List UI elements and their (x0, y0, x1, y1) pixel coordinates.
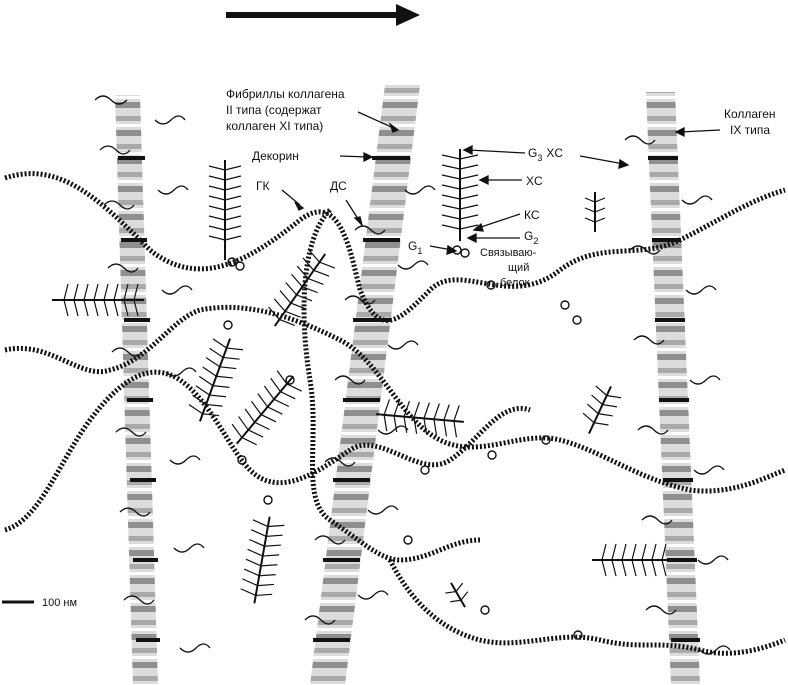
aggrecan-9 (582, 385, 622, 434)
link-protein-label-line1: Связываю- (480, 247, 537, 259)
aggrecan-11 (584, 192, 606, 232)
aggrecan-8 (240, 516, 285, 604)
aggrecan-10 (592, 543, 672, 577)
aggrecan-1 (208, 160, 242, 260)
decorin-label: Декорин (252, 149, 299, 163)
collagen-fibril-2 (310, 85, 420, 685)
aggrecan-4 (441, 149, 479, 241)
xc-label: XC (526, 174, 543, 188)
fibril-label-line1: Фибриллы коллагена (226, 87, 345, 101)
g1-label: G1 (408, 239, 422, 256)
kc-label: КС (524, 208, 540, 222)
collagen-ix-label-line1: Коллаген (724, 107, 776, 121)
collagen-fibril-1 (115, 95, 158, 685)
fibril-label-line3: коллаген XI типа) (226, 119, 323, 133)
ds-label: ДС (330, 179, 347, 193)
hyaluronan-chain-3 (4, 369, 531, 533)
link-protein-label-line2: щий (508, 262, 529, 274)
link-protein-label-line3: белок (500, 277, 530, 289)
hyaluronan-chain-5 (387, 558, 786, 656)
hyaluronan-chain-2 (4, 304, 786, 494)
link-protein-knots (223, 245, 583, 640)
collagen-ix-label-line2: IX типа (730, 123, 770, 137)
g2-label: G2 (524, 229, 538, 246)
aggrecan-12 (445, 582, 469, 608)
fibril-label-line2: II типа (содержат (226, 103, 322, 117)
hyaluronan-chain-4 (301, 208, 481, 563)
hk-label: ГК (256, 179, 270, 193)
label-leaders (281, 111, 721, 255)
aggrecan-2 (52, 283, 144, 317)
collagen-fibril-3 (646, 92, 700, 685)
aggrecan-3 (268, 249, 336, 327)
aggrecan-7 (376, 399, 464, 438)
aggrecan-molecules (52, 149, 672, 608)
fibril-dark-bands (118, 156, 700, 642)
aggrecan-5 (188, 338, 244, 422)
hyaluronan-chains (4, 171, 786, 656)
scale-bar-label: 100 нм (42, 597, 77, 609)
aggrecan-6 (231, 370, 302, 446)
hyaluronan-chain-1 (4, 171, 786, 323)
arrow-right-icon (226, 4, 420, 26)
